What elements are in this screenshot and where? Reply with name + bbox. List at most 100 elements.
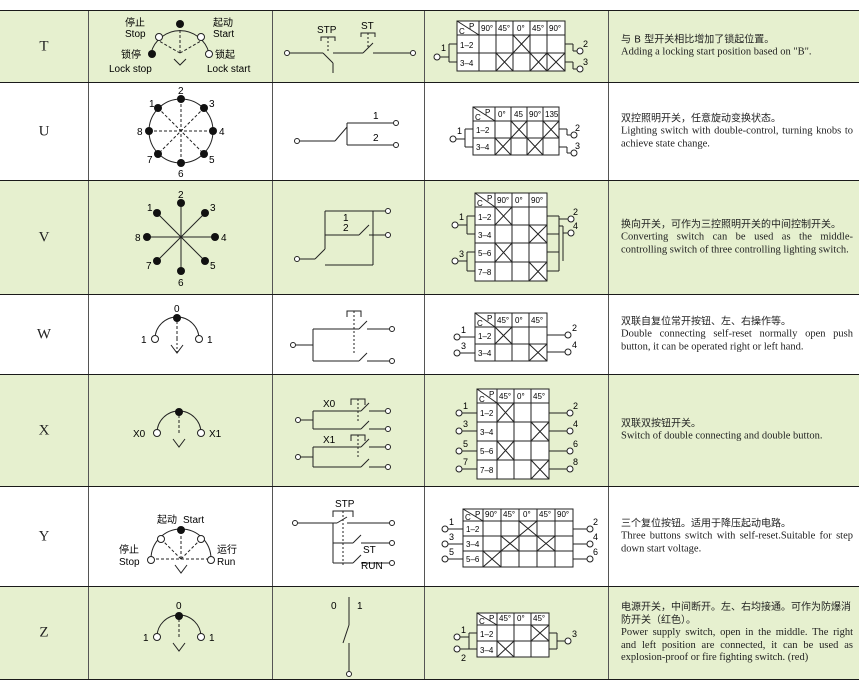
svg-text:1–2: 1–2 (480, 409, 494, 418)
svg-text:3–4: 3–4 (480, 428, 494, 437)
svg-text:1: 1 (141, 335, 147, 346)
wiring-diagram: 1 2 (272, 83, 424, 180)
contact-chart: P C 90° 45° 0° 45° 90° 1–2 3–4 1 (424, 11, 608, 82)
svg-text:2: 2 (583, 39, 588, 49)
svg-text:5–6: 5–6 (466, 555, 480, 564)
svg-text:P: P (475, 510, 480, 519)
svg-text:3–4: 3–4 (480, 646, 494, 655)
svg-text:2: 2 (461, 653, 466, 663)
wiring-diagram (272, 295, 424, 374)
position-diagram: 1 0 1 (88, 295, 272, 374)
svg-text:停止: 停止 (125, 16, 145, 29)
svg-text:1: 1 (147, 203, 153, 214)
contact-chart: P C 90° 45° 0° 45° 90° 1–2 3–4 5–6 1 3 5 (424, 487, 608, 586)
svg-text:3: 3 (449, 532, 454, 542)
svg-text:Lock stop: Lock stop (109, 64, 152, 75)
svg-text:2: 2 (573, 207, 578, 217)
svg-text:P: P (469, 22, 474, 31)
switch-code: U (38, 123, 50, 139)
position-diagram: 起动 Start 停止 Stop 运行 Run (88, 487, 272, 586)
contact-chart: P C 45° 0° 45° 1–2 3–4 5–6 7–8 1 3 5 (424, 375, 608, 486)
switch-code: V (38, 229, 50, 245)
svg-text:90°: 90° (485, 510, 497, 519)
svg-text:90°: 90° (557, 510, 569, 519)
svg-text:5: 5 (210, 261, 216, 272)
svg-text:4: 4 (573, 221, 578, 231)
svg-text:C: C (465, 513, 471, 522)
svg-text:3: 3 (572, 629, 577, 639)
svg-text:1: 1 (149, 99, 155, 110)
svg-text:Stop: Stop (125, 29, 146, 40)
svg-text:5: 5 (449, 547, 454, 557)
svg-text:起动: 起动 (213, 17, 233, 29)
svg-text:0: 0 (331, 601, 337, 612)
contact-chart: P C 90° 0° 90° 1–2 3–4 5–6 7–8 1 (424, 181, 608, 294)
contact-chart: P C 0° 45 90° 135 1–2 3–4 1 (424, 83, 608, 180)
table-row: T 停止 Stop 起动 Start 锁停 Lock stop 锁起 (0, 10, 859, 82)
svg-text:90°: 90° (549, 24, 561, 33)
svg-text:4: 4 (221, 233, 227, 244)
svg-text:1–2: 1–2 (478, 332, 492, 341)
svg-text:0°: 0° (517, 614, 525, 623)
svg-text:45°: 45° (533, 614, 545, 623)
contact-chart: P C 45° 0° 45° 1–2 3–4 1 3 2 4 (424, 295, 608, 374)
wiring-diagram: X0 X1 (272, 375, 424, 486)
svg-text:C: C (475, 113, 481, 122)
svg-text:0: 0 (174, 304, 180, 315)
switch-code: Z (39, 624, 49, 641)
svg-text:45°: 45° (503, 510, 515, 519)
svg-text:运行: 运行 (217, 543, 237, 556)
svg-text:3–4: 3–4 (466, 540, 480, 549)
svg-text:45°: 45° (497, 316, 509, 325)
svg-text:1: 1 (343, 213, 349, 224)
svg-text:Start: Start (183, 515, 204, 526)
svg-text:6: 6 (593, 547, 598, 557)
svg-text:45°: 45° (539, 510, 551, 519)
svg-text:4: 4 (573, 419, 578, 429)
svg-text:3–4: 3–4 (478, 231, 492, 240)
svg-text:C: C (479, 617, 485, 626)
svg-text:1: 1 (449, 517, 454, 527)
svg-text:7–8: 7–8 (480, 466, 494, 475)
svg-text:45°: 45° (499, 614, 511, 623)
svg-text:5: 5 (463, 439, 468, 449)
position-diagram: 1 2 3 4 5 6 7 8 (88, 181, 272, 294)
wiring-diagram: STP ST (272, 11, 424, 82)
wiring-diagram: STP ST RUN (272, 487, 424, 586)
svg-text:1–2: 1–2 (460, 41, 474, 50)
svg-text:3–4: 3–4 (460, 59, 474, 68)
svg-text:锁停: 锁停 (121, 48, 141, 61)
svg-text:P: P (487, 194, 492, 203)
svg-text:3: 3 (461, 341, 466, 351)
svg-text:7: 7 (463, 457, 468, 467)
svg-text:6: 6 (573, 439, 578, 449)
svg-text:锁起: 锁起 (215, 48, 235, 61)
svg-text:5: 5 (209, 155, 215, 166)
svg-text:7: 7 (147, 155, 153, 166)
svg-text:6: 6 (178, 169, 184, 180)
svg-text:C: C (479, 395, 485, 404)
svg-text:4: 4 (593, 532, 598, 542)
svg-text:4: 4 (572, 340, 577, 350)
svg-text:STP: STP (335, 499, 355, 510)
svg-text:起动: 起动 (157, 514, 177, 526)
svg-text:1: 1 (373, 111, 379, 122)
svg-text:1–2: 1–2 (478, 213, 492, 222)
switch-code: T (39, 38, 49, 54)
svg-text:2: 2 (575, 123, 580, 133)
svg-text:90°: 90° (497, 196, 509, 205)
svg-text:RUN: RUN (361, 561, 383, 572)
table-row: Z 1 0 1 0 1 (0, 586, 859, 680)
svg-text:45°: 45° (532, 24, 544, 33)
svg-text:2: 2 (178, 86, 184, 97)
svg-text:0°: 0° (515, 316, 523, 325)
svg-text:P: P (489, 390, 494, 399)
description: 与 B 型开关相比增加了锁起位置。 Adding a locking start… (621, 34, 812, 58)
table-row: U 1 2 3 4 5 6 7 (0, 82, 859, 180)
svg-text:8: 8 (135, 233, 141, 244)
svg-text:Lock start: Lock start (207, 64, 251, 75)
svg-text:5–6: 5–6 (478, 249, 492, 258)
svg-text:3: 3 (210, 203, 216, 214)
svg-text:X0: X0 (133, 429, 146, 440)
table-row: V 1 2 3 4 5 6 7 (0, 180, 859, 294)
